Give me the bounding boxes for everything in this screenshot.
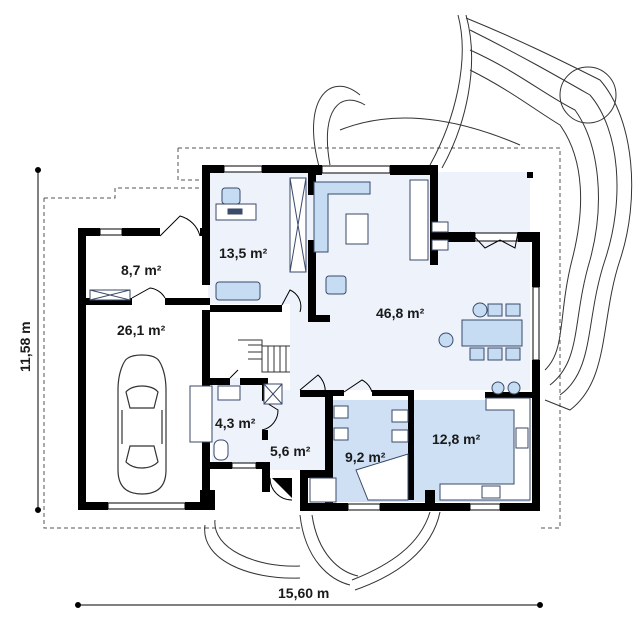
car-icon [117, 354, 167, 495]
width-dimension-label: 15,60 m [278, 585, 329, 601]
entry-cabinet [189, 385, 213, 443]
toilet-icon [213, 439, 229, 461]
terrace-outline [43, 147, 561, 529]
entrance-path-curves [204, 511, 441, 591]
room-area-office: 13,5 m² [219, 245, 268, 261]
windows [99, 165, 540, 511]
coffee-table [345, 213, 369, 245]
staircase [238, 339, 290, 373]
corner-marker [527, 172, 533, 178]
wc-sink-icon [217, 385, 241, 401]
kitchen-counter [439, 397, 531, 501]
room-area-living: 46,8 m² [376, 305, 425, 321]
depth-dimension [35, 167, 41, 513]
shower-icon [309, 477, 337, 503]
office-chair-icon [221, 187, 241, 205]
room-area-bathroom: 9,2 m² [345, 449, 386, 465]
tv-unit [409, 179, 429, 261]
corner-sofa-icon [313, 181, 371, 253]
garden-path-curves [313, 14, 633, 411]
doors [131, 215, 519, 431]
tree-symbol [559, 66, 617, 124]
office-sofa [215, 281, 261, 301]
room-area-hall: 5,6 m² [270, 443, 311, 459]
furniture [89, 177, 531, 503]
room-area-garage: 26,1 m² [117, 322, 166, 338]
armchair-icon [325, 275, 347, 295]
stove-icon [481, 485, 501, 499]
bathtub-icon [355, 453, 409, 501]
room-area-kitchen: 12,8 m² [432, 431, 481, 447]
room-area-wc: 4,3 m² [215, 415, 256, 431]
entrance-step [272, 478, 292, 498]
washbasin-icon [333, 405, 349, 419]
entrance-door [269, 477, 293, 501]
room-area-utility: 8,7 m² [121, 262, 162, 278]
sink-icon [515, 427, 529, 449]
width-dimension [75, 602, 543, 608]
dining-table [461, 319, 523, 347]
depth-dimension-label: 11,58 m [17, 321, 33, 372]
